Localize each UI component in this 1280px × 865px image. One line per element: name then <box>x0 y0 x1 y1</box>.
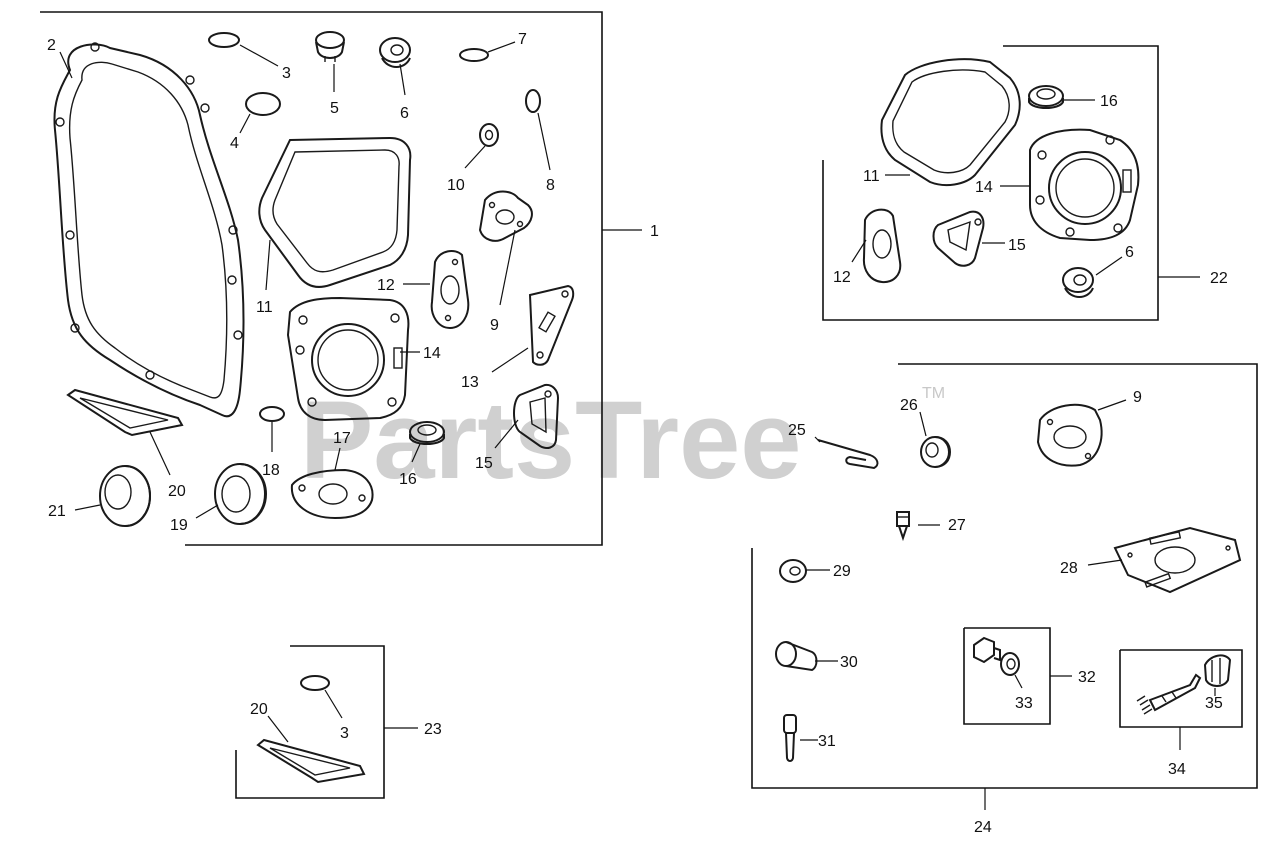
kit24-part-28-base-gasket[interactable] <box>1113 526 1242 594</box>
kit22-callout-15[interactable]: 15 <box>1008 237 1026 254</box>
kit24-part-32-fitting[interactable] <box>973 636 1001 664</box>
kit22-part-14-head-gasket[interactable] <box>1029 128 1140 242</box>
callout-5[interactable]: 5 <box>330 100 339 117</box>
kit24-callout-27[interactable]: 27 <box>948 517 966 534</box>
kit24-callout-30[interactable]: 30 <box>840 654 858 671</box>
part-12-gasket[interactable] <box>430 249 470 330</box>
part-19-oil-seal[interactable] <box>214 463 268 525</box>
part-17-gasket[interactable] <box>290 468 374 520</box>
callout-24[interactable]: 24 <box>974 819 992 836</box>
kit22-part-12-gasket[interactable] <box>862 208 902 284</box>
callout-20[interactable]: 20 <box>168 483 186 500</box>
kit22-part-15-gasket[interactable] <box>932 210 985 267</box>
kit-22-frame <box>822 45 1200 321</box>
kit24-part-35-knob[interactable] <box>1203 654 1232 687</box>
kit22-part-11-cover-gasket[interactable] <box>880 58 1021 187</box>
watermark-text: PartsTree <box>300 379 801 502</box>
callout-8[interactable]: 8 <box>546 177 555 194</box>
callout-3[interactable]: 3 <box>282 65 291 82</box>
part-14-head-gasket[interactable] <box>286 296 410 422</box>
part-18-washer[interactable] <box>259 406 285 422</box>
callout-10[interactable]: 10 <box>447 177 465 194</box>
callout-14[interactable]: 14 <box>423 345 441 362</box>
kit23-part-3-o-ring[interactable] <box>300 675 330 691</box>
part-16-oil-seal[interactable] <box>409 421 445 445</box>
callout-21[interactable]: 21 <box>48 503 66 520</box>
kit24-part-33-washer[interactable] <box>1000 652 1020 676</box>
watermark-trademark: TM <box>922 385 945 402</box>
kit23-part-20-gasket[interactable] <box>256 738 366 784</box>
callout-16[interactable]: 16 <box>399 471 417 488</box>
kit23-callout-3[interactable]: 3 <box>340 725 349 742</box>
part-11-cover-gasket[interactable] <box>258 136 412 288</box>
kit24-callout-31[interactable]: 31 <box>818 733 836 750</box>
kit24-part-31-pin[interactable] <box>783 714 797 762</box>
part-7-gasket[interactable] <box>459 48 489 62</box>
part-21-oil-seal[interactable] <box>99 465 152 527</box>
part-2-crankcase-gasket[interactable] <box>53 42 245 418</box>
kit24-callout-25[interactable]: 25 <box>788 422 806 439</box>
kit23-callout-20[interactable]: 20 <box>250 701 268 718</box>
kit24-part-9-carb-gasket[interactable] <box>1036 403 1103 467</box>
callout-13[interactable]: 13 <box>461 374 479 391</box>
kit24-part-34-mixture-screw[interactable] <box>1136 673 1202 715</box>
callout-19[interactable]: 19 <box>170 517 188 534</box>
callout-4[interactable]: 4 <box>230 135 239 152</box>
kit22-part-16-oil-seal[interactable] <box>1028 85 1064 109</box>
part-10-washer[interactable] <box>479 123 499 147</box>
kit24-callout-26[interactable]: 26 <box>900 397 918 414</box>
callout-17[interactable]: 17 <box>333 430 351 447</box>
kit22-callout-14[interactable]: 14 <box>975 179 993 196</box>
part-4-o-ring[interactable] <box>245 92 281 116</box>
kit24-part-26-plug[interactable] <box>920 436 952 468</box>
kit24-part-29-washer[interactable] <box>779 559 807 583</box>
part-15-gasket[interactable] <box>513 383 560 449</box>
kit24-callout-34[interactable]: 34 <box>1168 761 1186 778</box>
kit24-callout-9[interactable]: 9 <box>1133 389 1142 406</box>
part-8-gasket[interactable] <box>525 89 541 113</box>
kit-23-frame <box>235 645 418 799</box>
callout-1[interactable]: 1 <box>650 223 659 240</box>
callout-22[interactable]: 22 <box>1210 270 1228 287</box>
kit-1-frame <box>40 11 642 546</box>
callout-12[interactable]: 12 <box>377 277 395 294</box>
kit24-part-27-needle[interactable] <box>896 511 910 542</box>
part-6-bushing[interactable] <box>379 37 411 68</box>
callout-9[interactable]: 9 <box>490 317 499 334</box>
kit22-part-6-bushing[interactable] <box>1062 267 1094 298</box>
part-9-carb-gasket[interactable] <box>478 190 533 242</box>
callout-2[interactable]: 2 <box>47 37 56 54</box>
kit22-callout-16[interactable]: 16 <box>1100 93 1118 110</box>
callout-6[interactable]: 6 <box>400 105 409 122</box>
part-13-gasket[interactable] <box>528 284 575 366</box>
kit22-callout-11[interactable]: 11 <box>863 168 880 185</box>
callout-15[interactable]: 15 <box>475 455 493 472</box>
kit24-part-25-clip[interactable] <box>817 439 879 470</box>
callout-7[interactable]: 7 <box>518 31 527 48</box>
kit24-callout-29[interactable]: 29 <box>833 563 851 580</box>
kit24-part-30-seat[interactable] <box>775 641 818 672</box>
part-5-oil-plug[interactable] <box>315 31 345 62</box>
callout-11[interactable]: 11 <box>256 299 273 316</box>
kit24-callout-32[interactable]: 32 <box>1078 669 1096 686</box>
kit22-callout-6[interactable]: 6 <box>1125 244 1134 261</box>
kit24-callout-35[interactable]: 35 <box>1205 695 1223 712</box>
kit22-callout-12[interactable]: 12 <box>833 269 851 286</box>
part-3-o-ring[interactable] <box>208 32 240 48</box>
callout-18[interactable]: 18 <box>262 462 280 479</box>
part-20-gasket[interactable] <box>66 388 184 437</box>
kit-32-frame <box>963 627 1072 725</box>
kit-34-frame <box>1119 649 1243 750</box>
kit24-callout-33[interactable]: 33 <box>1015 695 1033 712</box>
callout-23[interactable]: 23 <box>424 721 442 738</box>
kit-24-frame <box>751 363 1258 810</box>
kit24-callout-28[interactable]: 28 <box>1060 560 1078 577</box>
